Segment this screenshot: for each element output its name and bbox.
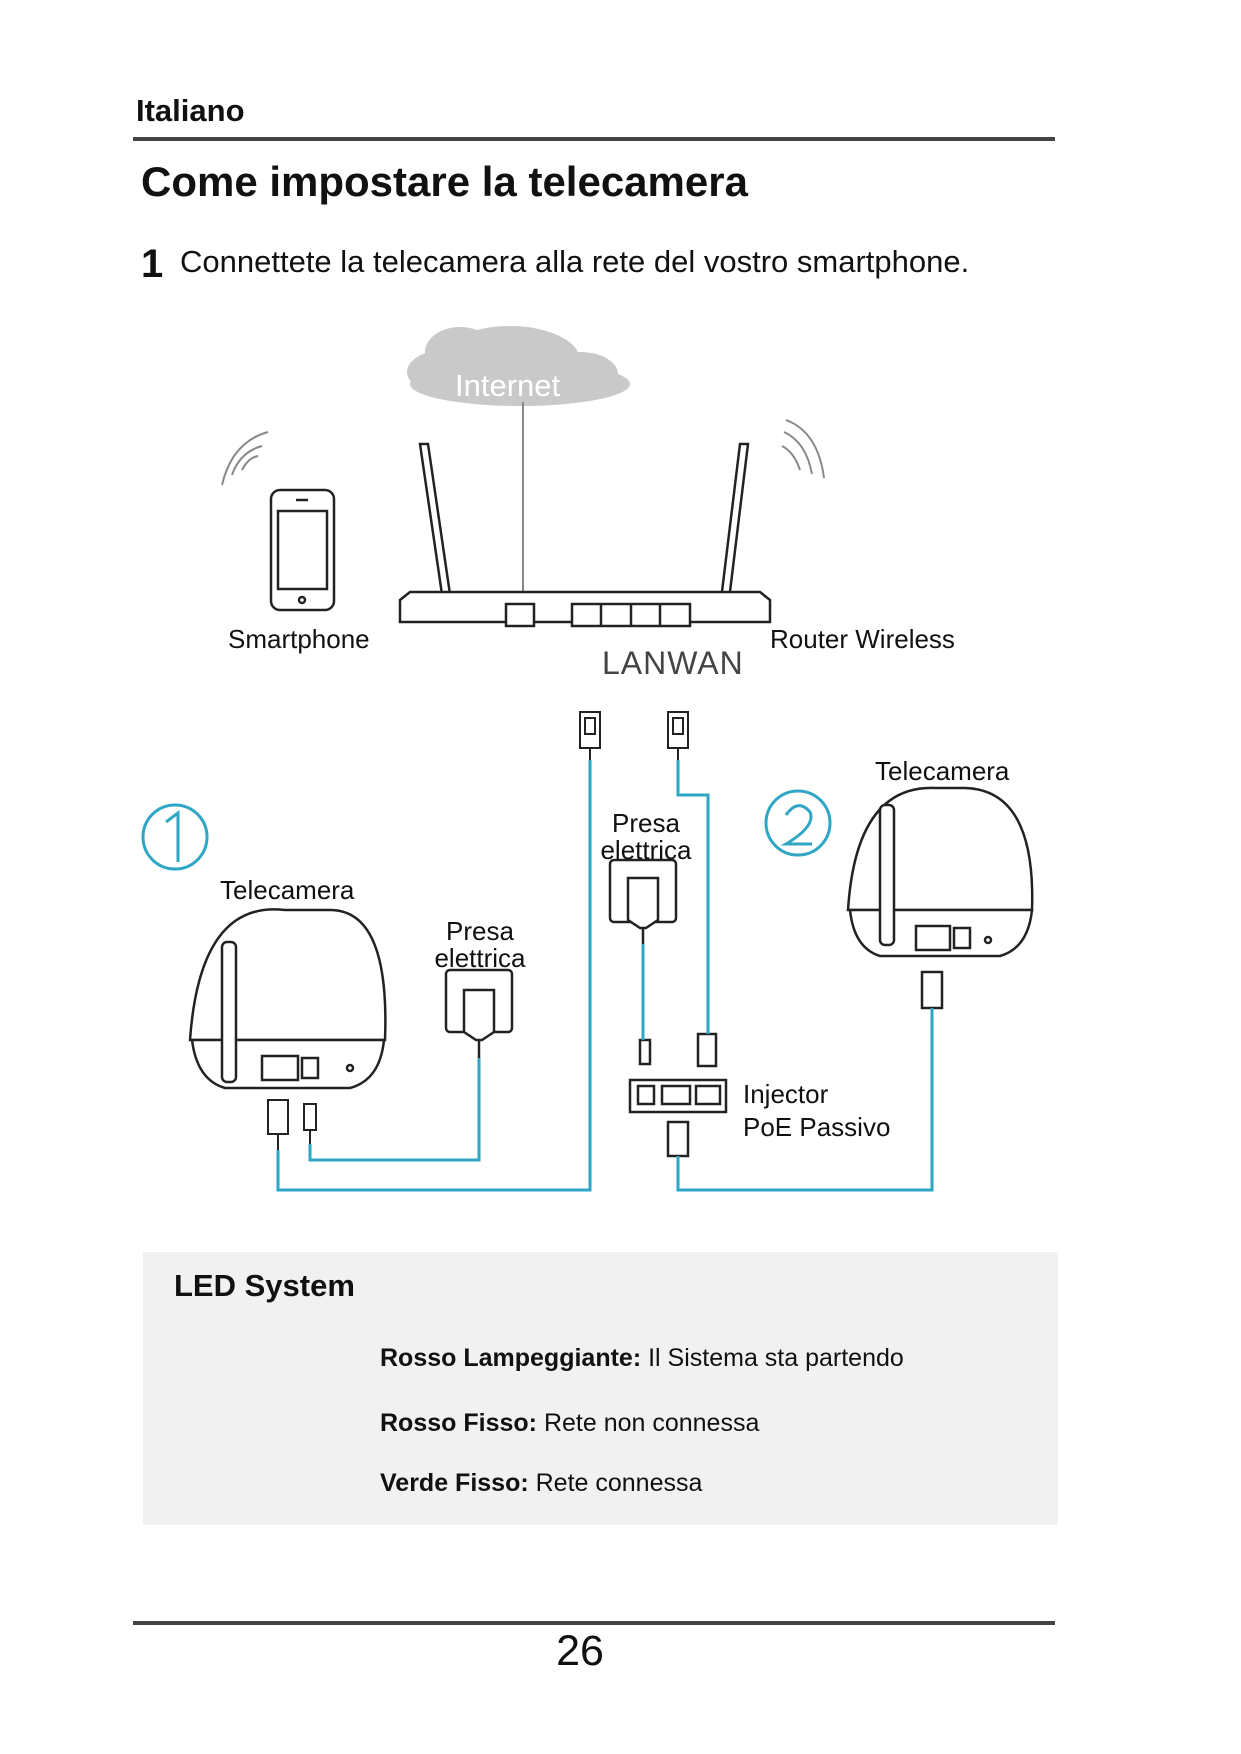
- camera-1-plugs-icon: [267, 1099, 317, 1150]
- language-label: Italiano: [136, 93, 245, 128]
- router-icon: [398, 442, 772, 628]
- led-system-title: LED System: [174, 1268, 355, 1303]
- option-1-circle-icon: [141, 803, 209, 871]
- led-item: Verde Fisso: Rete connessa: [380, 1469, 702, 1498]
- led-item-text: Rete connessa: [535, 1469, 703, 1497]
- led-item-text: Il Sistema sta partendo: [648, 1344, 904, 1372]
- camera-1-label: Telecamera: [220, 875, 355, 905]
- camera-2-icon: [846, 786, 1034, 1010]
- led-item: Rosso Fisso: Rete non connessa: [380, 1409, 759, 1438]
- led-item-label: Rosso Lampeggiante:: [380, 1344, 642, 1372]
- step-number: 1: [141, 242, 164, 286]
- footer-rule: [133, 1621, 1055, 1625]
- cable-plug-2-icon: [667, 711, 689, 760]
- power-outlet-2-icon: [608, 858, 678, 944]
- led-item-label: Rosso Fisso:: [380, 1409, 537, 1437]
- cable-plug-1-icon: [579, 711, 601, 760]
- wifi-waves-left-icon: [221, 431, 269, 486]
- router-label: Router Wireless: [770, 624, 955, 654]
- smartphone-label: Smartphone: [228, 624, 370, 654]
- power-outlet-2-line-2: elettrica: [600, 835, 692, 865]
- led-item-text: Rete non connessa: [543, 1409, 760, 1437]
- power-outlet-1-icon: [444, 968, 514, 1058]
- step-text: Connettete la telecamera alla rete del v…: [180, 244, 970, 279]
- cloud-icon: [407, 326, 630, 406]
- cables: [276, 760, 934, 1192]
- poe-injector-icon: [628, 1032, 728, 1158]
- page-number: 26: [556, 1627, 604, 1675]
- power-outlet-2-line-1: Presa: [612, 808, 680, 838]
- lanwan-label: LANWAN: [602, 645, 744, 681]
- internet-label: Internet: [455, 368, 561, 403]
- wifi-waves-right-icon: [781, 419, 825, 479]
- option-2-circle-icon: [764, 789, 832, 857]
- smartphone-icon: [269, 488, 336, 612]
- camera-1-icon: [188, 908, 387, 1090]
- power-outlet-2-label: Presa elettrica: [586, 810, 706, 864]
- led-item-label: Verde Fisso:: [380, 1469, 529, 1497]
- power-outlet-1-line-1: Presa: [446, 916, 514, 946]
- poe-injector-label: Injector PoE Passivo: [743, 1078, 890, 1144]
- poe-injector-line-1: Injector: [743, 1079, 829, 1109]
- led-system-panel: [143, 1252, 1058, 1525]
- header-rule: [133, 137, 1055, 141]
- page-title: Come impostare la telecamera: [141, 158, 748, 205]
- led-item: Rosso Lampeggiante: Il Sistema sta parte…: [380, 1344, 904, 1373]
- camera-2-label: Telecamera: [875, 756, 1010, 786]
- power-outlet-1-label: Presa elettrica: [420, 918, 540, 972]
- poe-injector-line-2: PoE Passivo: [743, 1112, 891, 1142]
- power-outlet-1-line-2: elettrica: [434, 943, 526, 973]
